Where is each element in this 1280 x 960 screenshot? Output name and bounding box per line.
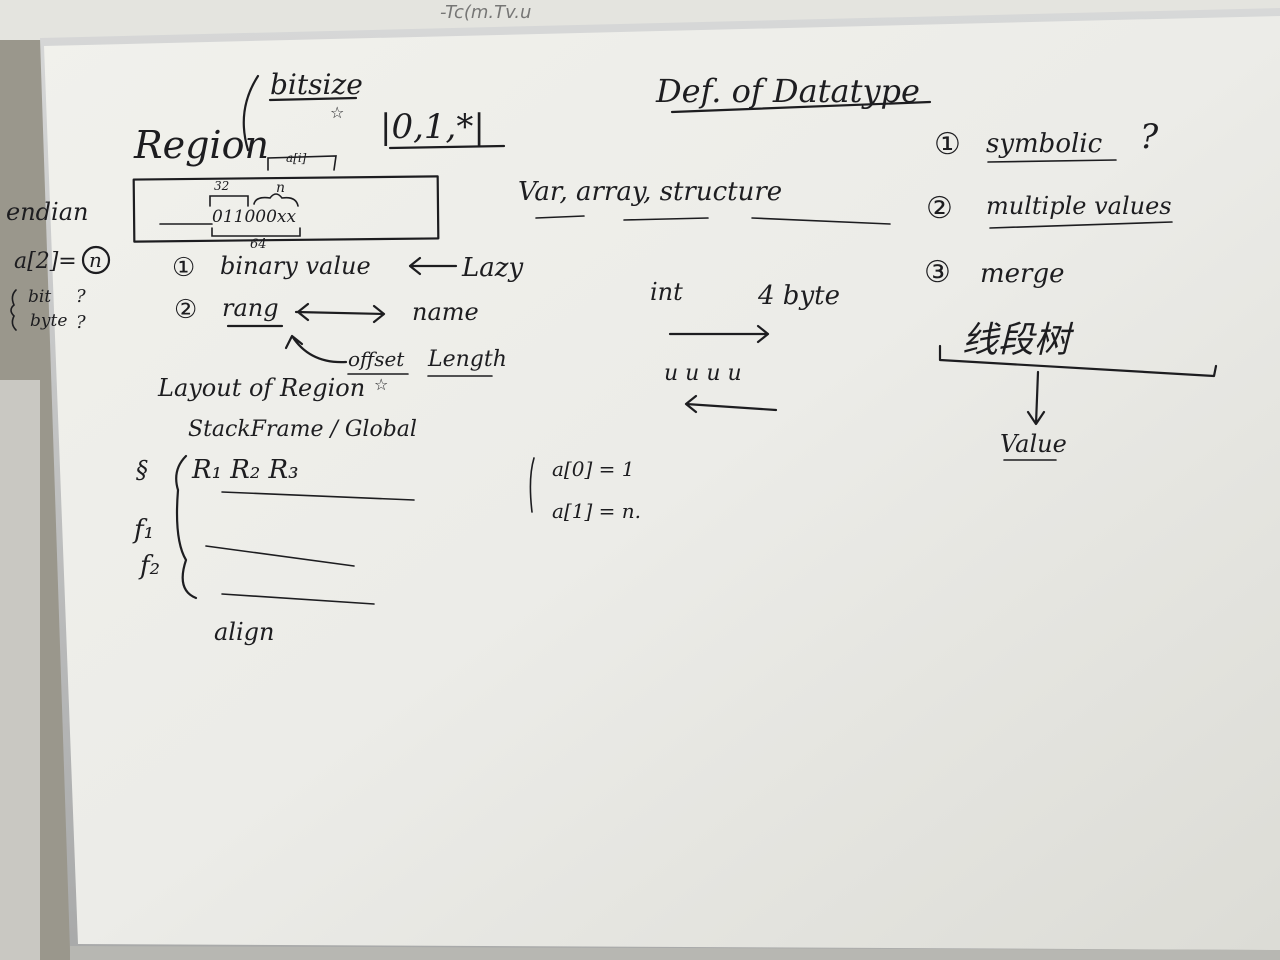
- brace-n: [253, 193, 299, 207]
- f2-label: f₂: [138, 551, 160, 581]
- bit-pattern: 011000xx: [212, 207, 296, 227]
- layout-brace: [175, 454, 198, 600]
- marker-tray: [70, 946, 1280, 960]
- merge-text: merge: [980, 259, 1065, 289]
- name-text: name: [412, 298, 479, 326]
- endian-label: endian: [6, 198, 88, 226]
- a1-text: a[1] = n.: [552, 499, 641, 523]
- left-arrow: [684, 394, 778, 414]
- section-symbol: §: [136, 456, 148, 484]
- lazy-text: Lazy: [461, 253, 523, 283]
- int-text: int: [650, 278, 683, 306]
- left-brace: [10, 289, 17, 331]
- a0-text: a[0] = 1: [552, 457, 634, 481]
- datatype-kinds: Var, array, structure: [518, 177, 782, 207]
- question-byte: ?: [76, 312, 86, 333]
- binary-value-text: binary value: [220, 252, 371, 280]
- f2-line: [221, 593, 375, 605]
- structure-underline: [751, 217, 891, 225]
- segment-tree-text: 线段树: [962, 320, 1075, 361]
- bit-value-set: |0,1,*|: [380, 107, 485, 147]
- label-64: 64: [250, 237, 267, 252]
- f1-label: f₁: [132, 515, 154, 545]
- multiple-underline: [989, 221, 1173, 229]
- label-32: 32: [214, 179, 229, 193]
- arrow-lazy: [408, 256, 458, 276]
- region-list-line: [221, 491, 415, 501]
- array-index-bracket: [267, 155, 337, 171]
- byte-cells: u u u u: [664, 361, 742, 386]
- circled-n: [81, 245, 111, 275]
- region-paren: [242, 74, 260, 152]
- right-arrow: [668, 324, 770, 344]
- f1-line: [205, 545, 355, 567]
- offset-arrow: [284, 334, 348, 364]
- brace-64: [211, 227, 301, 237]
- array-underline: [623, 217, 709, 221]
- board-surface: [44, 16, 1280, 950]
- symbolic-text: symbolic: [986, 129, 1103, 159]
- right-item2-number: ②: [926, 191, 953, 226]
- array-eq-label: a[2]=: [14, 249, 77, 274]
- right-item3-number: ③: [924, 255, 951, 290]
- byte-label: byte: [30, 311, 67, 331]
- item1-number: ①: [172, 253, 195, 283]
- label-n: n: [276, 180, 285, 196]
- array-index-label: a[i]: [286, 151, 307, 165]
- array-note-bracket: [529, 457, 535, 513]
- datatype-underline: [670, 100, 932, 114]
- region-list: R₁ R₂ R₃: [191, 455, 299, 485]
- bit-label: bit: [28, 287, 51, 307]
- range-text: rang: [222, 294, 279, 322]
- left-stand: [0, 380, 40, 960]
- item2-number: ②: [174, 295, 197, 325]
- segment-bracket: [938, 344, 1218, 378]
- set-underline: [388, 144, 506, 150]
- bitsize-label: bitsize: [270, 68, 363, 101]
- symbolic-underline: [987, 159, 1117, 163]
- brace-32: [209, 195, 249, 207]
- region-memory-box: [132, 175, 440, 243]
- region-title: Region: [133, 123, 269, 167]
- align-text: align: [214, 618, 274, 646]
- bitsize-underline: [268, 96, 358, 102]
- offset-star: ☆: [374, 375, 388, 394]
- var-underline: [535, 215, 585, 219]
- circled-n-text: n: [89, 248, 102, 272]
- four-byte-text: 4 byte: [757, 281, 840, 311]
- stack-global-text: StackFrame / Global: [188, 417, 417, 442]
- question-bit: ?: [76, 286, 86, 307]
- symbolic-question: ?: [1140, 117, 1159, 157]
- length-text: Length: [427, 347, 507, 372]
- bitsize-star: ☆: [330, 103, 344, 122]
- range-name-double-arrow: [294, 302, 386, 324]
- value-text: Value: [1000, 430, 1067, 458]
- right-item1-number: ①: [934, 127, 961, 162]
- multiple-values-text: multiple values: [986, 192, 1172, 220]
- layout-title: Layout of Region: [157, 374, 365, 402]
- offset-text: offset: [348, 347, 405, 371]
- top-edge-text: -Tc(m.Tv.u: [440, 2, 531, 23]
- down-arrow: [1026, 370, 1046, 426]
